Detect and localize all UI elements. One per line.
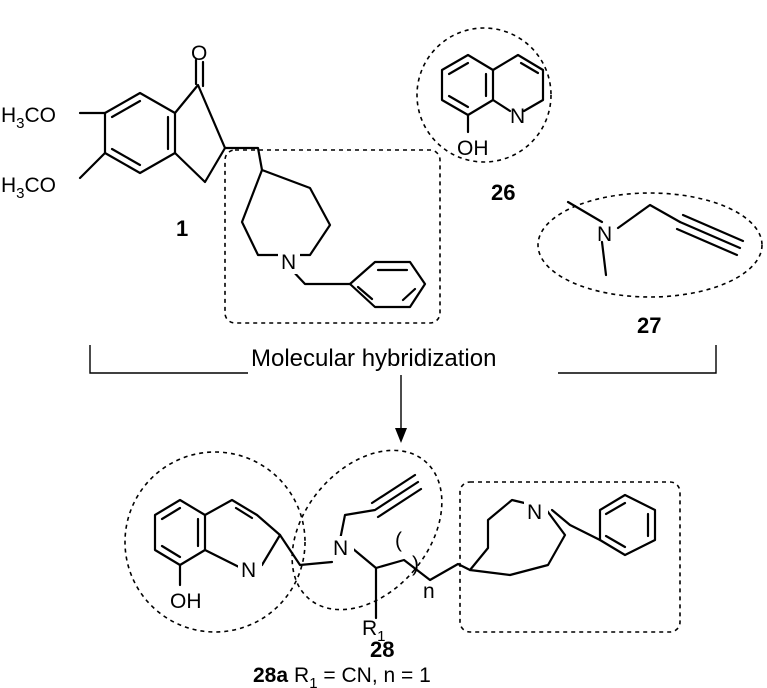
hydroxyl-28: OH [170,590,202,613]
carbonyl-o-1: O [191,42,207,65]
compound-label-26: 26 [491,180,515,205]
hybridization-label: Molecular hybridization [251,345,496,372]
compound-label-27: 27 [637,313,661,338]
propargylamine-ellipse-28 [291,449,443,611]
quinoline-circle-28 [124,451,306,633]
compound-label-1: 1 [176,216,188,241]
benzylpiperidine-box-28 [459,481,681,633]
piperidine-n-1: N [281,251,296,274]
compound-27-structure [537,192,763,298]
methoxy-label-upper: H3CO [1,104,56,132]
amine-n-28: N [333,537,348,560]
amine-n-27: N [597,223,612,246]
quinoline-circle-26 [416,27,552,163]
compound-26-structure [416,27,552,163]
compound-1-structure [78,58,441,324]
methoxy-label-lower: H3CO [1,174,56,202]
quinoline-n-28: N [241,559,256,582]
paren-open: ( [395,529,402,552]
quinoline-n-26: N [510,105,525,128]
repeat-index-n: n [423,580,435,603]
paren-close: ) [412,553,419,576]
propargylamine-ellipse-27 [537,192,763,298]
benzylpiperidine-box-1 [224,149,441,324]
substituent-r1: R1 [362,617,386,645]
hydroxyl-26: OH [457,137,489,160]
piperidine-n-28: N [527,501,542,524]
compound-28-structure [124,449,681,633]
compound-label-28: 28 [370,637,394,662]
